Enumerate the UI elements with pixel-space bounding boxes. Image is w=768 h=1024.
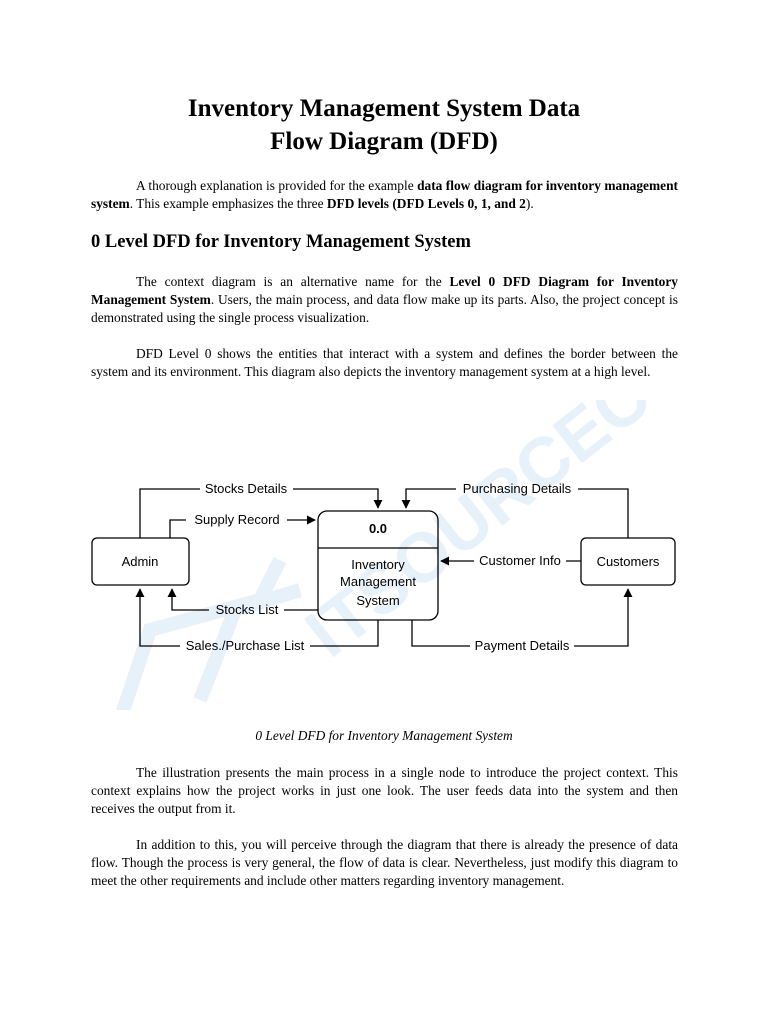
- process-name-line-3: System: [356, 593, 399, 608]
- page-title: Inventory Management System Data Flow Di…: [0, 92, 768, 158]
- flow-stocks-details: [139, 488, 378, 538]
- customers-label: Customers: [597, 554, 660, 569]
- title-line-1: Inventory Management System Data: [187, 95, 581, 122]
- addition-text: In addition to this, you will perceive t…: [91, 837, 678, 888]
- intro-paragraph: A thorough explanation is provided for t…: [91, 177, 678, 213]
- addition-paragraph: In addition to this, you will perceive t…: [91, 836, 678, 889]
- intro-text-1: A thorough explanation is provided for t…: [136, 178, 418, 193]
- flow-stocks-list: [172, 589, 318, 611]
- label-supply-record: Supply Record: [194, 512, 279, 527]
- label-payment-details: Payment Details: [475, 638, 570, 653]
- context-paragraph: The context diagram is an alternative na…: [91, 273, 678, 326]
- label-stocks-list: Stocks List: [216, 602, 279, 617]
- intro-bold-2: DFD levels (DFD Levels 0, 1, and 2: [326, 195, 526, 211]
- section-heading: 0 Level DFD for Inventory Management Sys…: [91, 232, 471, 252]
- label-customer-info: Customer Info: [479, 553, 561, 568]
- illustration-text: The illustration presents the main proce…: [91, 765, 678, 816]
- label-stocks-details: Stocks Details: [205, 481, 288, 496]
- context-text-2: . Users, the main process, and data flow…: [91, 291, 678, 325]
- flow-supply-record: [169, 520, 315, 538]
- process-name-line-1: Inventory: [351, 557, 405, 572]
- intro-text-3: ).: [525, 195, 534, 211]
- intro-text-2: . This example emphasizes the three: [129, 195, 327, 211]
- figure-caption: 0 Level DFD for Inventory Management Sys…: [255, 728, 513, 743]
- flow-sales-purchase-list: [140, 589, 379, 647]
- flow-purchasing-details: [406, 488, 629, 538]
- flow-payment-details: [411, 589, 628, 647]
- title-line-2: Flow Diagram (DFD): [270, 128, 498, 155]
- level0-text: DFD Level 0 shows the entities that inte…: [91, 346, 678, 379]
- level0-paragraph: DFD Level 0 shows the entities that inte…: [91, 345, 678, 381]
- process-name-line-2: Management: [340, 574, 416, 589]
- label-sales-purchase-list: Sales./Purchase List: [186, 638, 305, 653]
- context-bold-1: Level 0 DFD Diagram for Inventory Manage…: [91, 274, 678, 307]
- watermark-logo: ITSOURCECODE: [115, 400, 768, 710]
- dfd-level-0-diagram: ITSOURCECODE Admin: [91, 400, 768, 710]
- intro-bold-1: data flow diagram for inventory manageme…: [91, 178, 678, 211]
- illustration-paragraph: The illustration presents the main proce…: [91, 764, 678, 817]
- label-purchasing-details: Purchasing Details: [463, 481, 572, 496]
- svg-text:ITSOURCECODE: ITSOURCECODE: [291, 400, 768, 672]
- admin-label: Admin: [122, 554, 159, 569]
- context-text-1: The context diagram is an alternative na…: [136, 274, 450, 289]
- process-id: 0.0: [369, 521, 387, 536]
